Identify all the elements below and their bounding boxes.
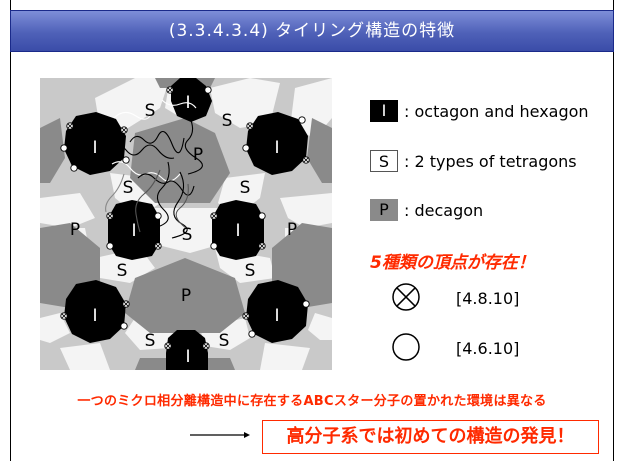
circle-icon: [392, 333, 420, 361]
tile-label-i: I: [131, 221, 136, 241]
tile-label-i: I: [185, 93, 190, 113]
legend-item-tetragons: S : 2 types of tetragons: [370, 150, 577, 172]
legend-text: : 2 types of tetragons: [404, 151, 577, 171]
slide-title: (3.3.4.3.4) タイリング構造の特徴: [10, 10, 614, 52]
vertex-type-note: 5種類の頂点が存在！: [370, 253, 535, 273]
tile-label-p: P: [287, 220, 297, 240]
legend-symbol-i: I: [370, 100, 398, 122]
tile-label-p: P: [181, 286, 191, 306]
tile-label-i: I: [185, 347, 190, 367]
tiling-diagram: I I I I I I I I S S S S S S S S S P P P …: [40, 78, 332, 370]
vertex-label-4-6-10: [4.6.10]: [456, 339, 520, 358]
tile-label-s: S: [219, 331, 230, 351]
tile-label-i: I: [274, 138, 279, 158]
tile-label-s: S: [145, 331, 156, 351]
molecule-chains: [105, 99, 203, 239]
tile-label-s: S: [123, 178, 134, 198]
vertex-label-4-8-10: [4.8.10]: [456, 289, 520, 308]
tile-label-s: S: [240, 178, 251, 198]
footer-note: 一つのミクロ相分離構造中に存在するABCスター分子の置かれた環境は異なる: [77, 394, 547, 409]
conclusion-box: 高分子系では初めての構造の発見！: [262, 420, 599, 454]
tile-labels: I I I I I I I I S S S S S S S S S P P P …: [70, 93, 297, 367]
tile-label-p: P: [70, 220, 80, 240]
tile-label-i: I: [274, 306, 279, 326]
tile-label-i: I: [235, 221, 240, 241]
tile-label-s: S: [222, 111, 233, 131]
tile-label-p: P: [193, 145, 203, 165]
tile-label-s: S: [245, 261, 256, 281]
tile-label-s: S: [182, 225, 193, 245]
legend-text: : octagon and hexagon: [404, 101, 589, 121]
tile-label-s: S: [145, 101, 156, 121]
circle-cross-icon: [392, 283, 420, 311]
slide-frame: [10, 0, 614, 461]
tile-label-i: I: [92, 138, 97, 158]
i-tiles: [64, 78, 308, 370]
legend-symbol-s: S: [370, 150, 398, 172]
tile-label-s: S: [117, 261, 128, 281]
vertex-markers: [60, 86, 310, 350]
arrow-right-icon: [190, 432, 250, 438]
tile-label-i: I: [92, 306, 97, 326]
legend-item-decagon: P : decagon: [370, 199, 483, 221]
legend-text: : decagon: [404, 200, 484, 220]
legend-symbol-p: P: [370, 199, 398, 221]
legend-item-octagon-hexagon: I : octagon and hexagon: [370, 100, 589, 122]
